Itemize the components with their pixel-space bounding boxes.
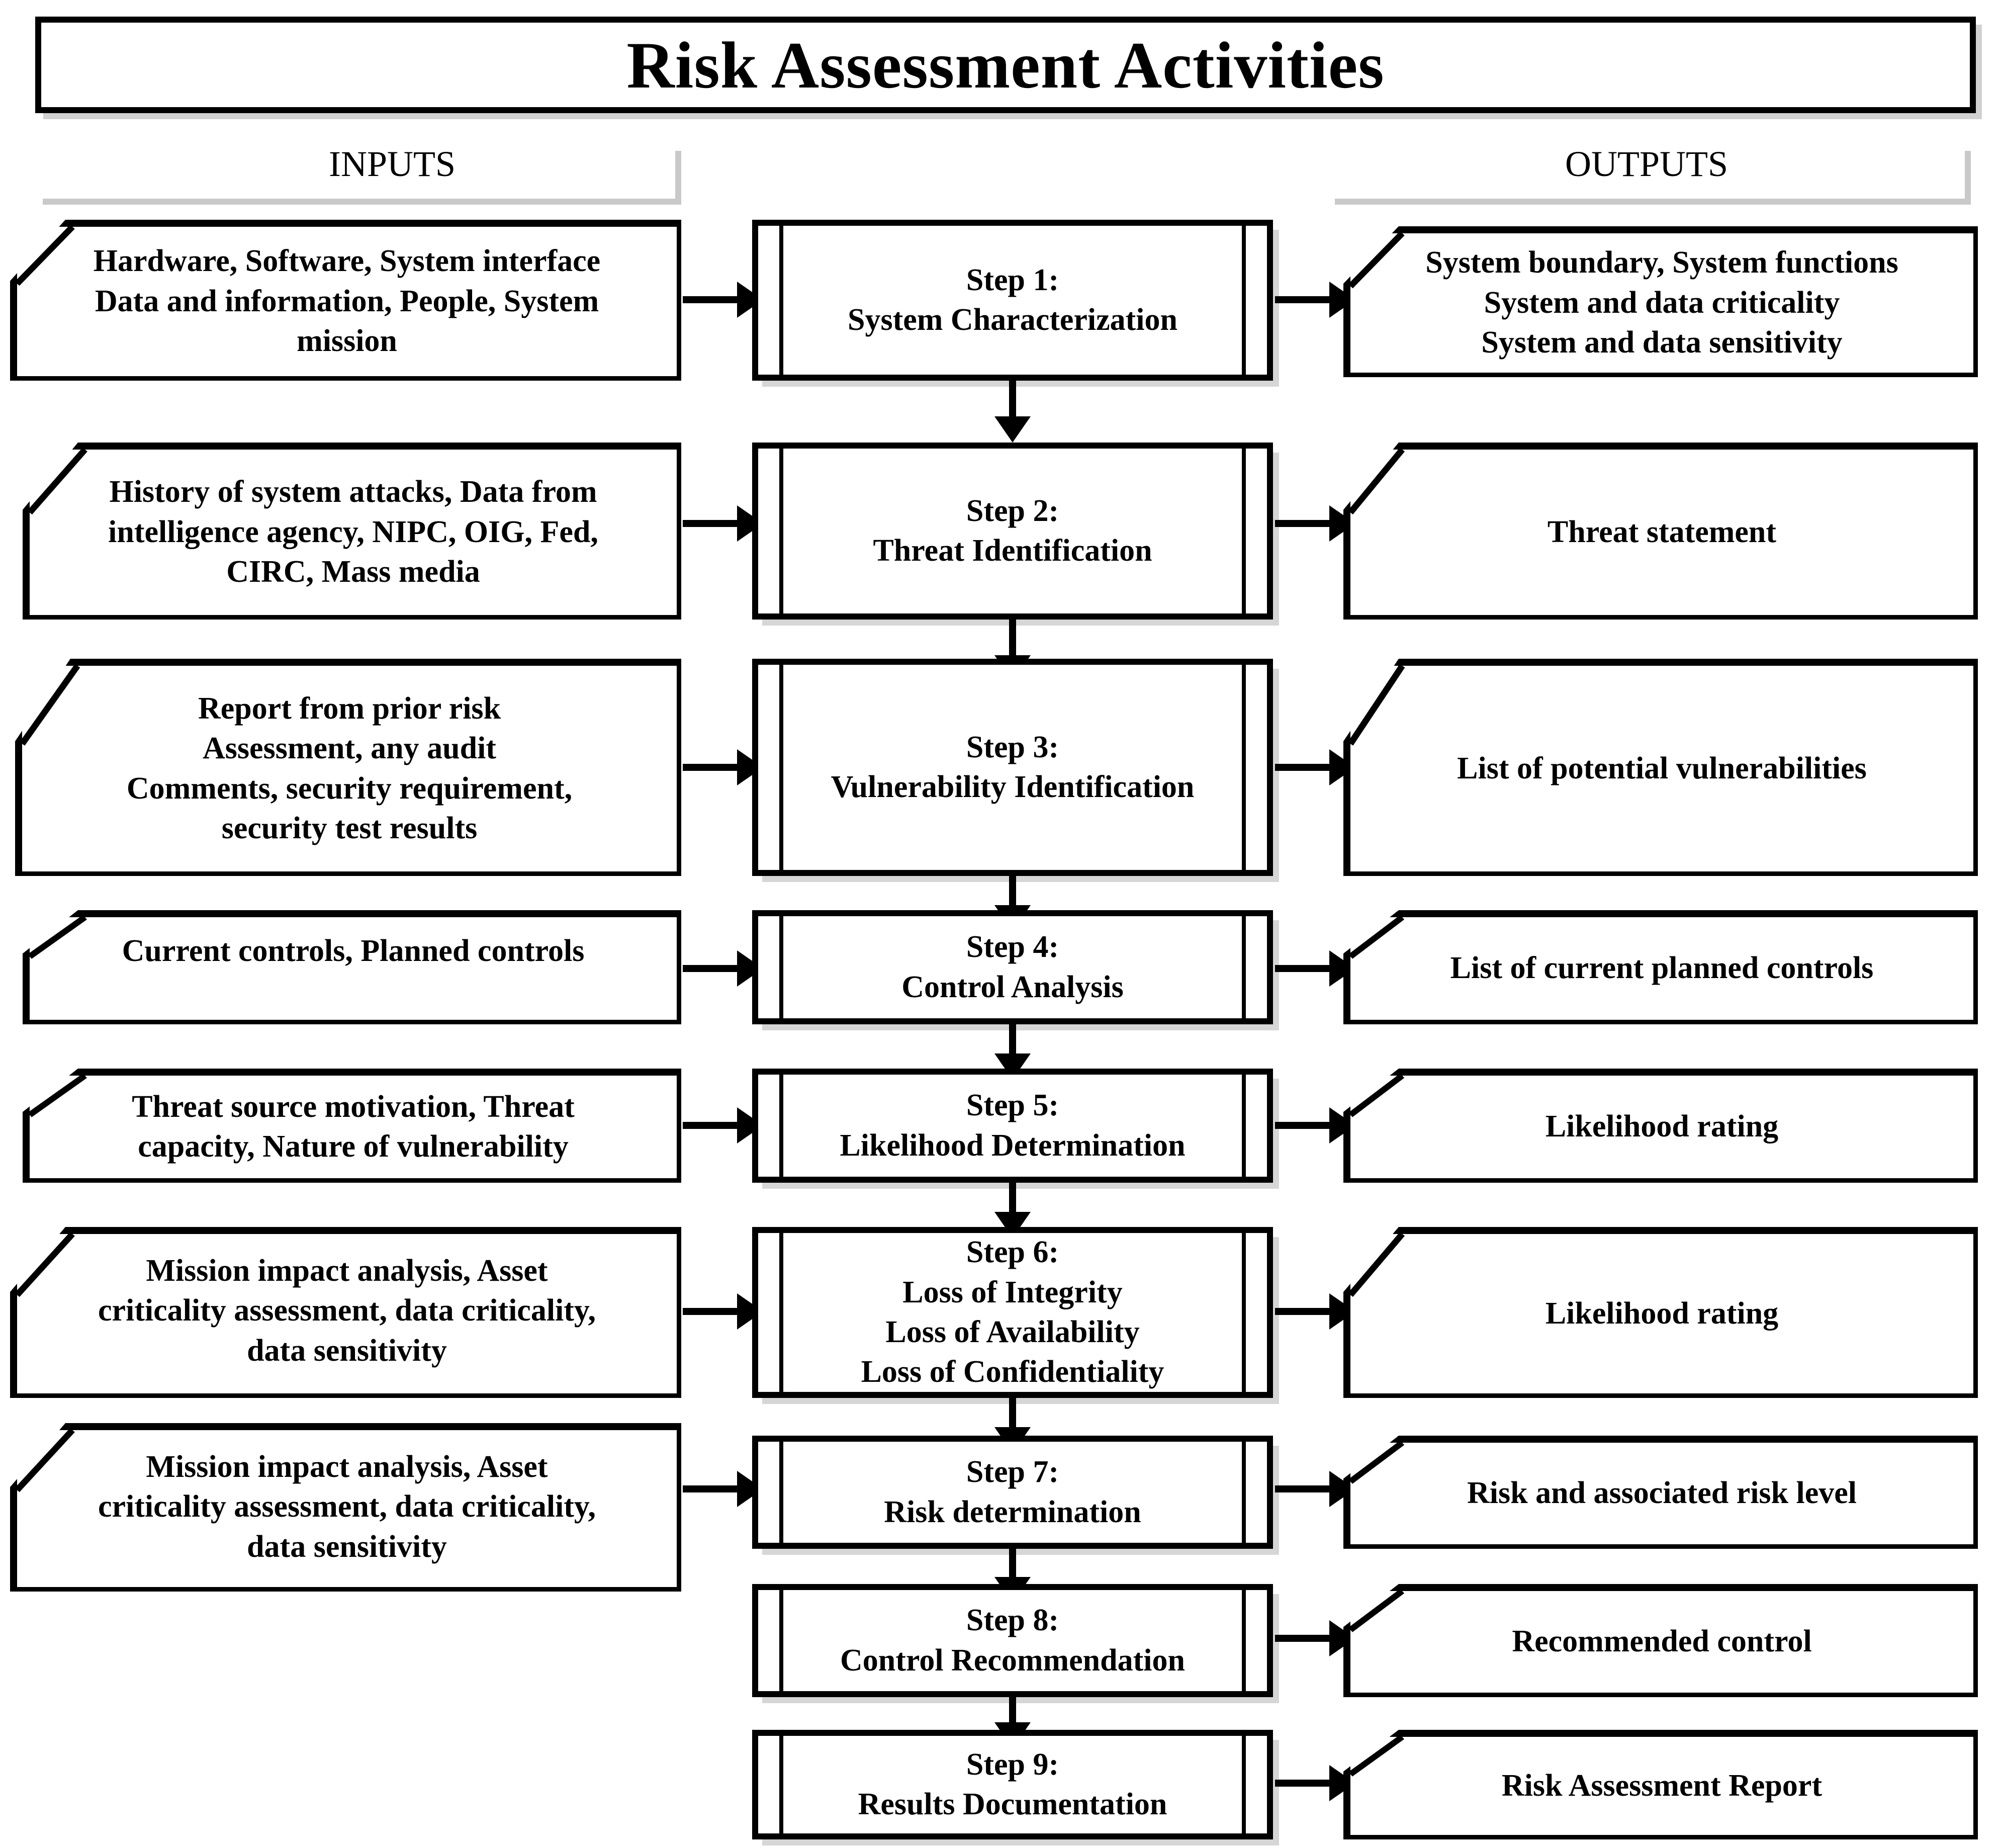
input-card-5-label: Threat source motivation, Threat capacit… xyxy=(132,1089,575,1164)
arrow-input-4 xyxy=(683,950,763,987)
outputs-header-divider xyxy=(1965,151,1971,205)
arrow-step-1-to-2 xyxy=(994,381,1031,443)
input-card-7-label: Mission impact analysis, Asset criticali… xyxy=(98,1450,596,1564)
output-card-6: Likelihood rating xyxy=(1343,1227,1978,1398)
input-card-6-label: Mission impact analysis, Asset criticali… xyxy=(98,1254,596,1368)
output-card-7-label: Risk and associated risk level xyxy=(1467,1476,1857,1511)
arrow-input-1 xyxy=(683,282,763,318)
step-box-3: Step 3: Vulnerability Identification xyxy=(752,659,1273,876)
step-box-2: Step 2: Threat Identification xyxy=(752,443,1273,620)
output-card-9-label: Risk Assessment Report xyxy=(1501,1768,1823,1803)
input-card-7: Mission impact analysis, Asset criticali… xyxy=(10,1423,681,1592)
inputs-header-rule xyxy=(43,199,681,205)
step-box-1: Step 1: System Characterization xyxy=(752,220,1273,381)
step-box-7-label: Step 7: Risk determination xyxy=(884,1455,1141,1529)
input-card-1-label: Hardware, Software, System interface Dat… xyxy=(93,244,601,359)
input-card-4: Current controls, Planned controls xyxy=(23,910,681,1024)
arrow-input-2 xyxy=(683,505,763,542)
step-box-5: Step 5: Likelihood Determination xyxy=(752,1069,1273,1183)
step-box-3-label: Step 3: Vulnerability Identification xyxy=(831,730,1195,804)
output-card-4: List of current planned controls xyxy=(1343,910,1978,1024)
outputs-header-rule xyxy=(1335,199,1971,205)
arrow-input-7 xyxy=(683,1471,763,1507)
diagram-title-box: Risk Assessment Activities xyxy=(35,17,1976,113)
input-card-2: History of system attacks, Data from int… xyxy=(23,443,681,620)
output-card-9: Risk Assessment Report xyxy=(1343,1730,1978,1839)
output-card-5-label: Likelihood rating xyxy=(1545,1109,1779,1144)
input-card-6: Mission impact analysis, Asset criticali… xyxy=(10,1227,681,1398)
input-card-3: Report from prior risk Assessment, any a… xyxy=(15,659,681,876)
output-card-6-label: Likelihood rating xyxy=(1545,1296,1779,1331)
step-box-9: Step 9: Results Documentation xyxy=(752,1730,1273,1839)
arrow-input-5 xyxy=(683,1107,763,1143)
step-box-6: Step 6: Loss of Integrity Loss of Availa… xyxy=(752,1227,1273,1398)
arrow-input-3 xyxy=(683,749,763,785)
output-card-7: Risk and associated risk level xyxy=(1343,1436,1978,1549)
input-card-5: Threat source motivation, Threat capacit… xyxy=(23,1069,681,1183)
output-card-8: Recommended control xyxy=(1343,1584,1978,1697)
step-box-7: Step 7: Risk determination xyxy=(752,1436,1273,1549)
step-box-6-label: Step 6: Loss of Integrity Loss of Availa… xyxy=(861,1235,1164,1389)
output-card-4-label: List of current planned controls xyxy=(1450,951,1874,986)
page-title: Risk Assessment Activities xyxy=(626,28,1385,102)
step-box-2-label: Step 2: Threat Identification xyxy=(873,493,1152,568)
output-card-2: Threat statement xyxy=(1343,443,1978,620)
output-card-8-label: Recommended control xyxy=(1512,1624,1812,1659)
output-card-5: Likelihood rating xyxy=(1343,1069,1978,1183)
input-card-4-label: Current controls, Planned controls xyxy=(122,934,585,968)
output-card-3-label: List of potential vulnerabilities xyxy=(1457,751,1867,785)
step-box-4-label: Step 4: Control Analysis xyxy=(901,930,1124,1004)
step-box-1-label: Step 1: System Characterization xyxy=(848,262,1177,337)
column-header-outputs: OUTPUTS xyxy=(1565,144,1728,184)
input-card-3-label: Report from prior risk Assessment, any a… xyxy=(126,691,573,845)
output-card-1-label: System boundary, System functions System… xyxy=(1425,245,1898,360)
inputs-header-divider xyxy=(675,151,681,205)
output-card-2-label: Threat statement xyxy=(1547,514,1777,549)
step-box-8-label: Step 8: Control Recommendation xyxy=(840,1603,1185,1678)
step-box-9-label: Step 9: Results Documentation xyxy=(858,1747,1167,1821)
output-card-1: System boundary, System functions System… xyxy=(1343,226,1978,377)
step-box-4: Step 4: Control Analysis xyxy=(752,910,1273,1024)
step-box-8: Step 8: Control Recommendation xyxy=(752,1584,1273,1697)
input-card-2-label: History of system attacks, Data from int… xyxy=(108,475,598,589)
arrow-input-6 xyxy=(683,1293,763,1330)
column-header-inputs: INPUTS xyxy=(328,144,456,184)
input-card-1: Hardware, Software, System interface Dat… xyxy=(10,220,681,381)
step-box-5-label: Step 5: Likelihood Determination xyxy=(840,1088,1186,1163)
output-card-3: List of potential vulnerabilities xyxy=(1343,659,1978,876)
